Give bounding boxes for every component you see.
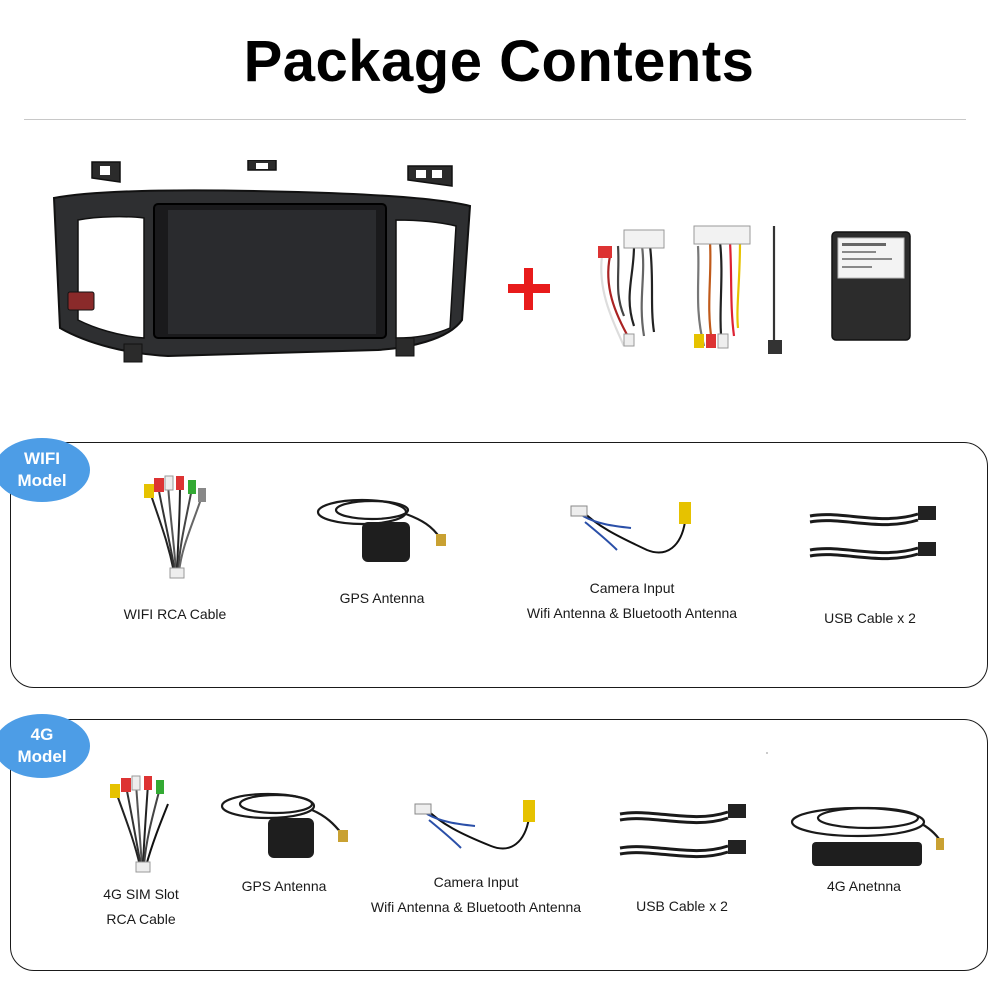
4g-camera-input-item: Camera Input Wifi Antenna & Bluetooth An… <box>356 796 596 920</box>
caption-line: USB Cable x 2 <box>824 610 916 626</box>
canbus-decoder-image <box>831 231 911 341</box>
caption-line: Wifi Antenna & Bluetooth Antenna <box>526 605 738 621</box>
caption-line: GPS Antenna <box>241 878 327 894</box>
page-title: Package Contents <box>243 29 755 94</box>
usb-cables-image <box>809 506 936 561</box>
title-divider <box>24 119 966 120</box>
camera-input-cable-image <box>570 502 691 554</box>
plus-icon <box>508 268 550 310</box>
caption-line: WIFI RCA Cable <box>123 606 227 622</box>
caption-line: RCA Cable <box>106 911 176 927</box>
camera-input-cable-image <box>414 800 535 850</box>
caption-line: USB Cable x 2 <box>636 898 728 914</box>
rca-cable-image <box>144 475 206 579</box>
wiring-harness-image <box>598 225 782 354</box>
caption-line: 4G Anetnna <box>827 878 901 894</box>
wifi-rca-cable-item: WIFI RCA Cable <box>100 472 250 627</box>
badge-line1: 4G <box>30 725 54 744</box>
gps-antenna-image <box>220 792 348 858</box>
wifi-usb-cable-item: USB Cable x 2 <box>796 496 944 631</box>
4g-gps-antenna-item: GPS Antenna <box>214 784 354 899</box>
gps-antenna-image <box>316 498 446 562</box>
caption-line: 4G SIM Slot <box>103 886 179 902</box>
wifi-camera-input-item: Camera Input Wifi Antenna & Bluetooth An… <box>512 496 752 626</box>
usb-cables-image <box>619 804 746 859</box>
badge-line2: Model <box>17 747 67 766</box>
decor-dot <box>766 752 768 754</box>
main-products-row <box>0 150 998 380</box>
caption-line: Camera Input <box>433 874 519 890</box>
4g-model-badge: 4G Model <box>0 714 90 778</box>
4g-antenna-image <box>790 806 944 866</box>
rca-cable-image <box>110 775 169 873</box>
head-unit-frame-image <box>52 160 472 363</box>
badge-line2: Model <box>17 471 67 490</box>
caption-line: Camera Input <box>589 580 675 596</box>
wifi-model-badge: WIFI Model <box>0 438 90 502</box>
caption-line: GPS Antenna <box>339 590 425 606</box>
badge-line1: WIFI <box>24 449 60 468</box>
4g-usb-cable-item: USB Cable x 2 <box>608 798 756 919</box>
wifi-gps-antenna-item: GPS Antenna <box>304 486 460 611</box>
4g-rca-cable-item: 4G SIM Slot RCA Cable <box>82 774 200 932</box>
caption-line: Wifi Antenna & Bluetooth Antenna <box>370 899 582 915</box>
4g-antenna-item: 4G Anetnna <box>782 800 946 899</box>
